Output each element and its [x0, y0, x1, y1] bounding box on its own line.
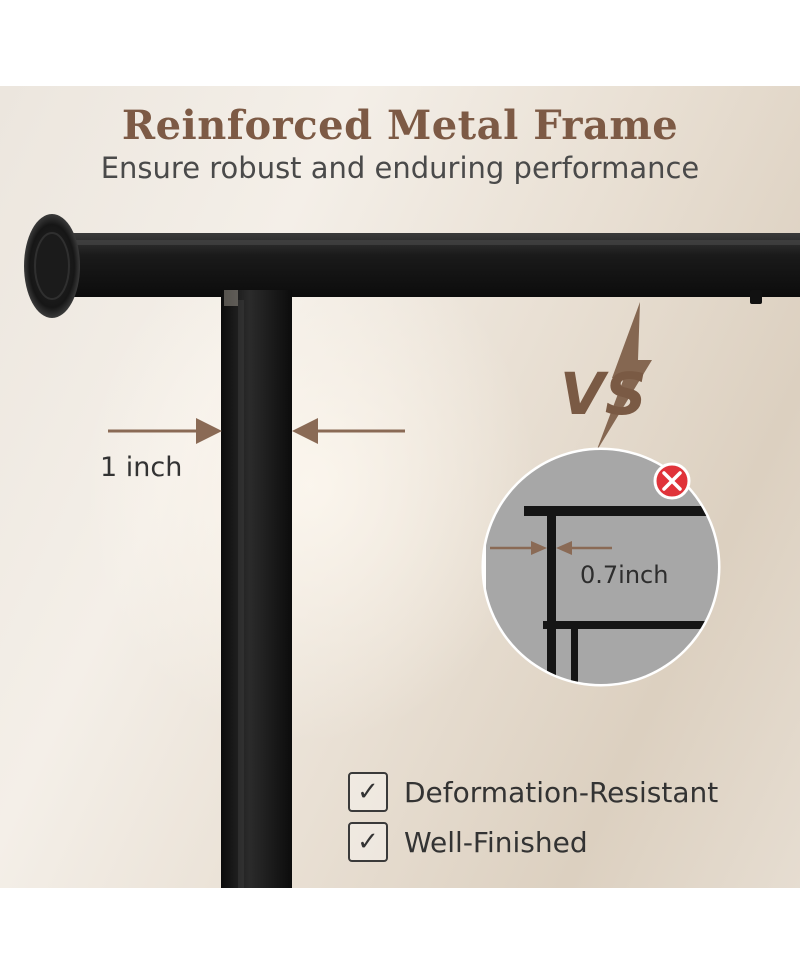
check-box-icon: ✓: [348, 822, 388, 862]
page-subtitle: Ensure robust and enduring performance: [100, 151, 700, 185]
page-title: Reinforced Metal Frame: [121, 102, 679, 149]
x-circle-icon: [653, 462, 691, 500]
feature-deformation-resistant: ✓ Deformation-Resistant: [348, 772, 718, 812]
feature-label: Well-Finished: [404, 825, 588, 859]
one-inch-label: 1 inch: [100, 452, 183, 483]
vs-badge: VS: [560, 302, 652, 452]
width-arrow-left: [108, 418, 222, 444]
vertical-tube: [221, 290, 292, 888]
competitor-width-label: 0.7inch: [580, 561, 669, 589]
background-glow: [80, 226, 540, 746]
check-box-icon: ✓: [348, 772, 388, 812]
horizontal-tube: [60, 233, 800, 297]
vs-text: VS: [560, 360, 647, 428]
tube-end-cap-inner: [34, 232, 70, 300]
feature-label: Deformation-Resistant: [404, 775, 719, 809]
feature-well-finished: ✓ Well-Finished: [348, 822, 588, 862]
frame-screw: [750, 290, 762, 304]
width-arrow-right: [292, 418, 405, 444]
